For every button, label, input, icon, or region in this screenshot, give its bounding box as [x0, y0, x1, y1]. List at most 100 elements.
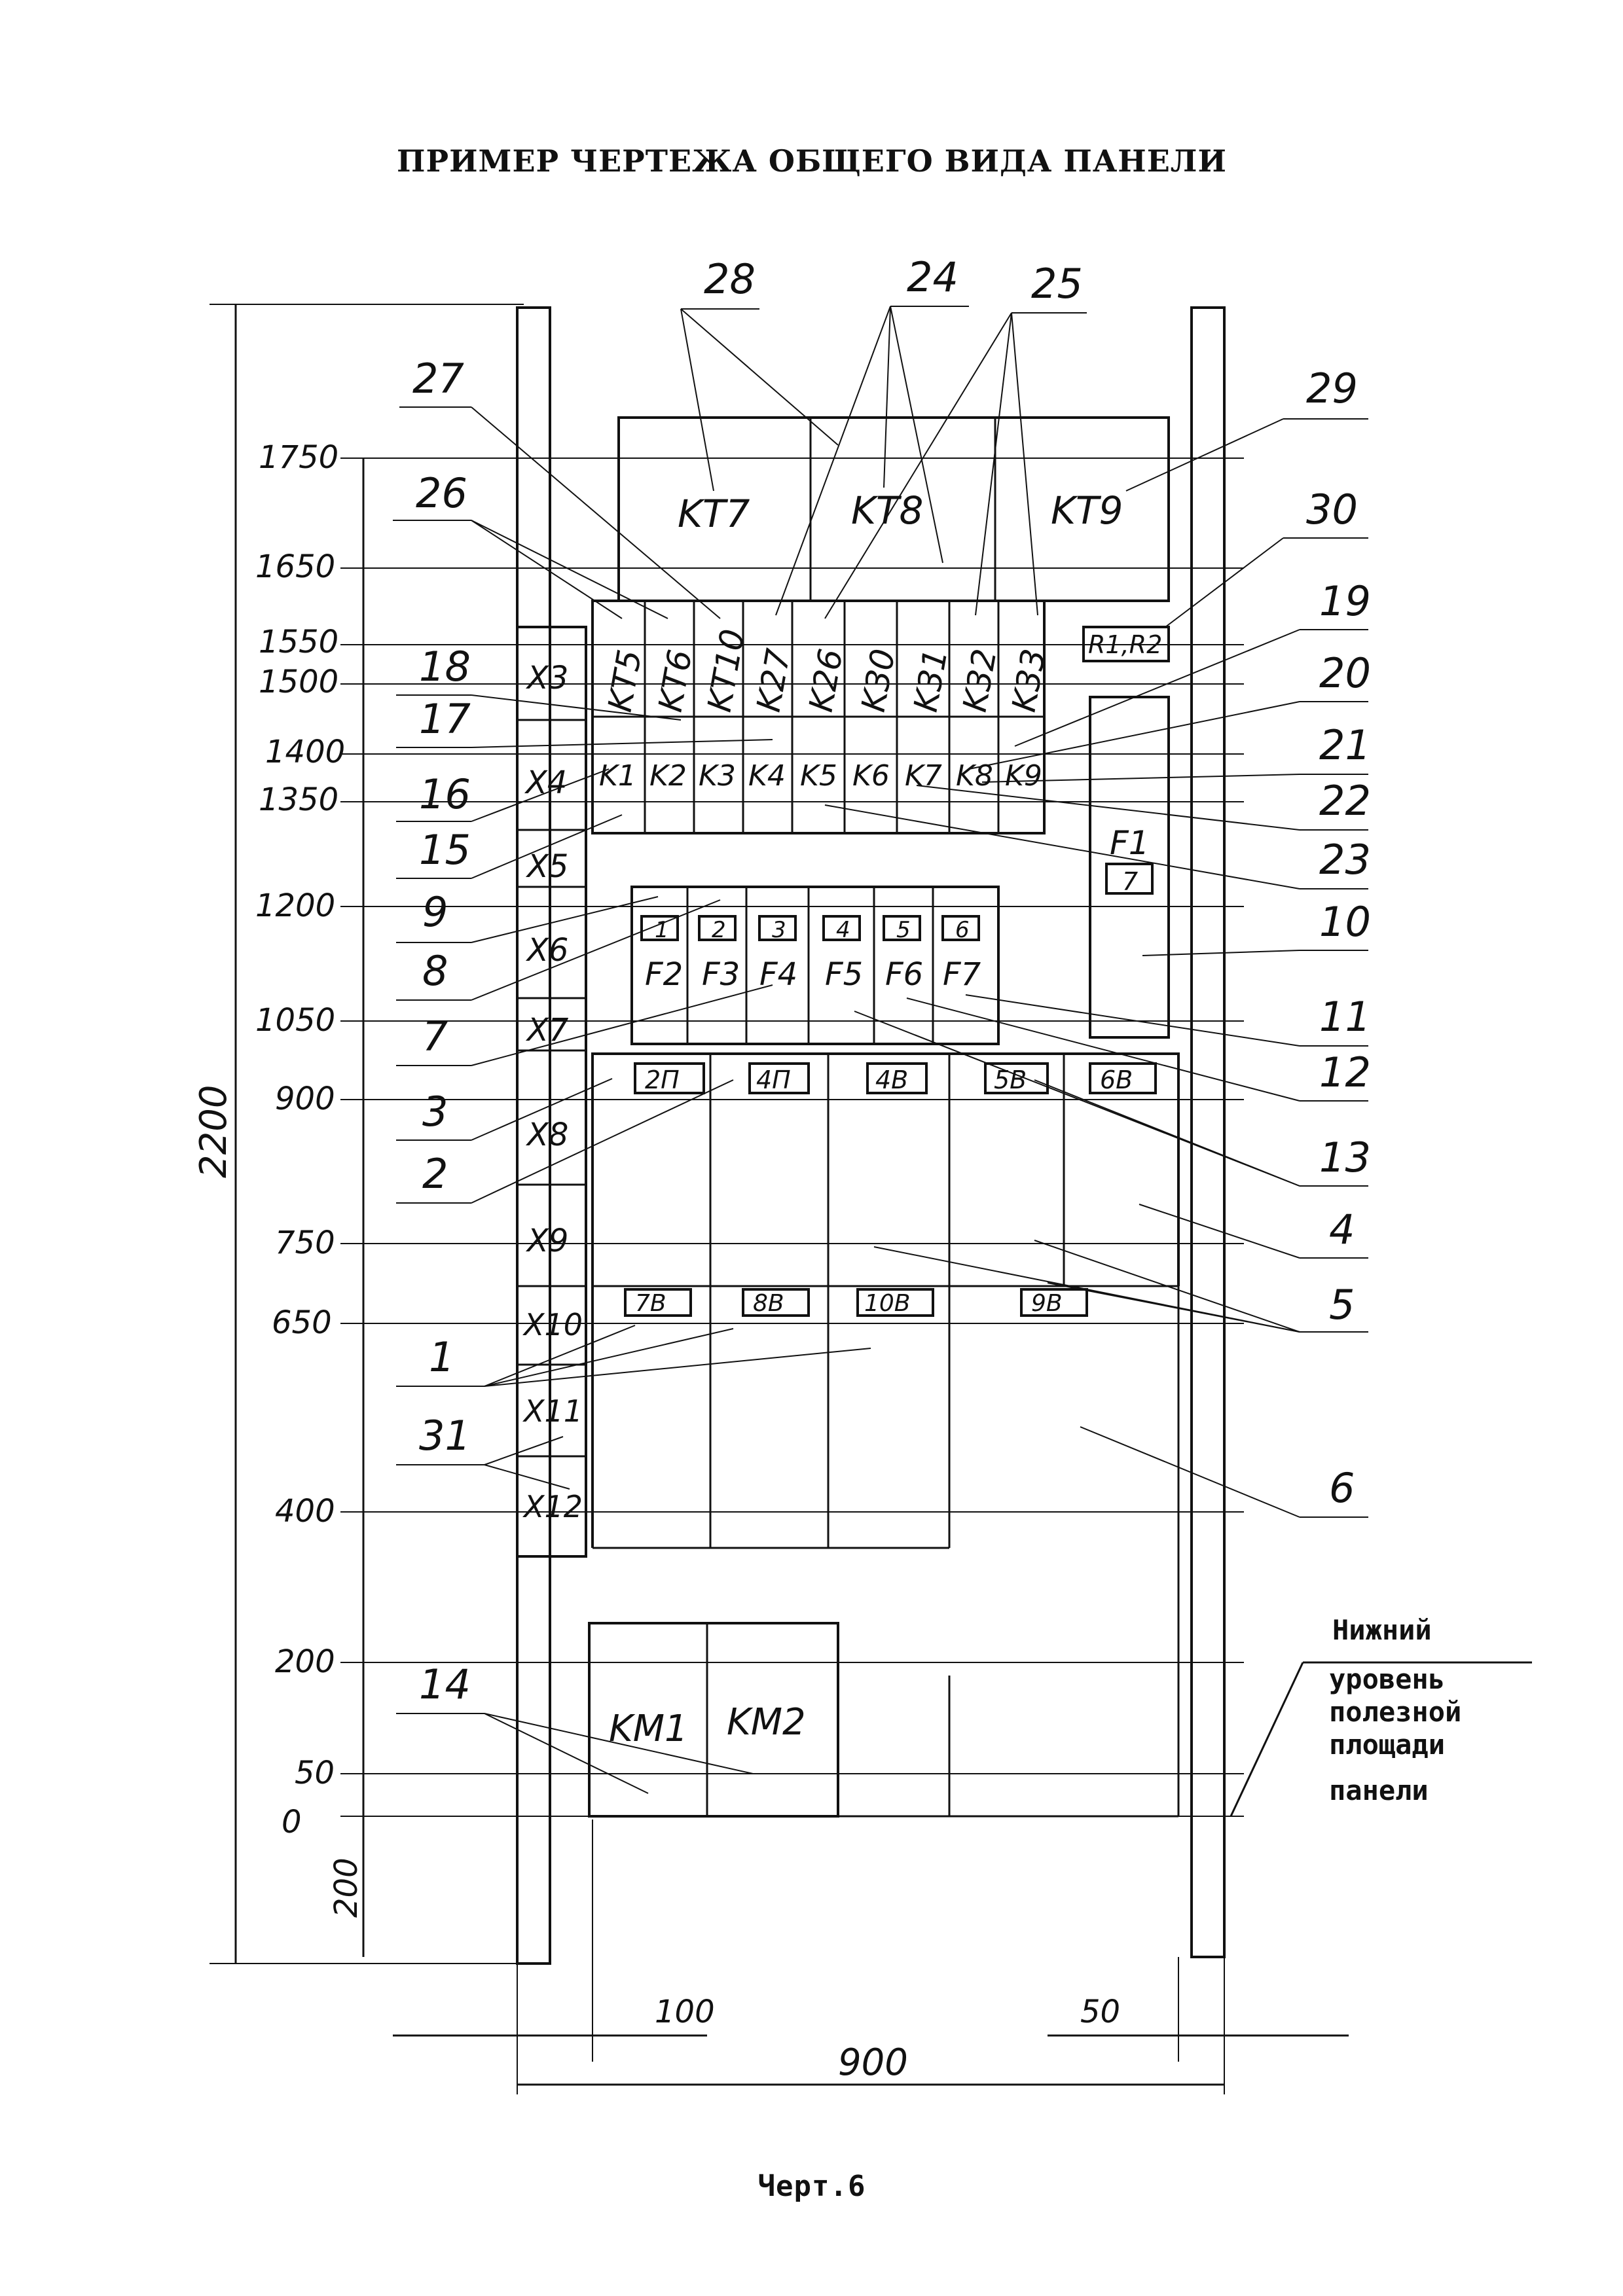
contactor-block: KM1 KM2: [588, 1622, 1178, 1818]
callout-5: 5: [1329, 1281, 1355, 1329]
terminal-x12: X12: [522, 1489, 583, 1524]
right-rail: [1190, 306, 1226, 1958]
breaker-tag-5v: 5В: [994, 1066, 1027, 1094]
relay-k6: K6: [852, 759, 890, 793]
level-400: 400: [275, 1493, 335, 1530]
callout-30: 30: [1306, 486, 1358, 533]
fuse-f1-tag: 7: [1122, 867, 1138, 896]
callout-20: 20: [1319, 649, 1371, 697]
breaker-tag-4v: 4В: [875, 1066, 908, 1094]
callout-12: 12: [1319, 1049, 1371, 1096]
terminal-x5: X5: [525, 848, 568, 885]
level-1750: 1750: [259, 439, 338, 476]
fuse-block: [630, 886, 1000, 1045]
drawing-title: ПРИМЕР ЧЕРТЕЖА ОБЩЕГО ВИДА ПАНЕЛИ: [397, 143, 1227, 179]
fuse-tag-4: 4: [836, 917, 850, 943]
callout-6: 6: [1329, 1464, 1355, 1512]
terminal-x11: X11: [522, 1393, 583, 1429]
callout-8: 8: [422, 947, 448, 995]
level-1350: 1350: [259, 781, 338, 818]
resistor-label: R1,R2: [1088, 630, 1162, 659]
relay-k1: K1: [599, 759, 636, 793]
terminal-x7: X7: [525, 1012, 569, 1049]
breaker-tags-mid: 7В 8В 10В 9В: [635, 1290, 1063, 1317]
callout-3: 3: [422, 1088, 448, 1136]
breaker-tag-10v: 10В: [864, 1290, 911, 1317]
breaker-tag-9v: 9В: [1031, 1290, 1063, 1317]
timer-kt9: KT9: [1051, 488, 1123, 533]
terminal-x8: X8: [525, 1117, 568, 1153]
level-1550: 1550: [259, 624, 338, 660]
contactor-km1: KM1: [609, 1708, 688, 1750]
terminal-x3: X3: [525, 660, 568, 696]
note-line-2: уровень: [1329, 1663, 1445, 1695]
level-50: 50: [295, 1755, 335, 1791]
callout-17: 17: [419, 695, 471, 743]
resistor-box: [1082, 626, 1170, 662]
contactor-km2: KM2: [727, 1701, 806, 1744]
callout-29: 29: [1306, 365, 1358, 412]
fuse-f2: F2: [645, 956, 683, 993]
relay-kt10: KT10: [701, 626, 752, 715]
callout-14: 14: [419, 1660, 471, 1708]
dim-2200-label: 2200: [192, 1085, 235, 1178]
callout-1: 1: [429, 1333, 454, 1381]
callout-4: 4: [1329, 1206, 1355, 1253]
breaker-section: [591, 1052, 1180, 1816]
relay-k33: K33: [1005, 646, 1053, 715]
fuse-tag-3: 3: [772, 917, 786, 943]
level-lines: [340, 457, 1244, 1817]
dim-50-label: 50: [1080, 1994, 1120, 2030]
fuse-tag-5: 5: [896, 917, 911, 943]
relay-block: [591, 600, 1046, 834]
callout-15: 15: [419, 826, 471, 874]
terminal-column: [516, 626, 587, 1558]
fuse-f6: F6: [885, 956, 923, 993]
callouts: 28 24 25 27 26 29 30 19: [393, 253, 1371, 1794]
breaker-tag-8v: 8В: [753, 1290, 784, 1317]
level-750: 750: [275, 1225, 335, 1261]
fuse-f7: F7: [943, 956, 981, 993]
note-line-3: полезной: [1329, 1696, 1461, 1728]
breaker-tag-2p: 2П: [645, 1066, 680, 1094]
terminal-x6: X6: [525, 932, 568, 969]
callout-7: 7: [422, 1013, 448, 1060]
note-line-4: площади: [1329, 1729, 1445, 1761]
level-200: 200: [275, 1643, 335, 1680]
relay-k31: K31: [907, 646, 955, 715]
fuse-tag-2: 2: [712, 917, 726, 943]
fuse-tag-1: 1: [655, 917, 669, 943]
terminal-x9: X9: [525, 1223, 568, 1259]
callout-13: 13: [1319, 1134, 1371, 1181]
relay-k8: K8: [956, 759, 993, 793]
drawing-caption: Черт.6: [758, 2170, 866, 2203]
fuse-f1-label: F1: [1110, 824, 1150, 862]
level-1500: 1500: [259, 664, 338, 700]
callout-24: 24: [907, 253, 958, 301]
relay-k3: K3: [699, 759, 736, 793]
callout-22: 22: [1319, 777, 1371, 825]
fuse-f1: F1 7: [1089, 696, 1170, 1039]
relay-k5: K5: [800, 759, 837, 793]
callout-10: 10: [1319, 898, 1371, 946]
lower-level-note: Нижний уровень полезной площади панели: [1230, 1614, 1532, 1817]
terminal-labels: X3 X4 X5 X6 X7 X8 X9 X10 X11 X12: [522, 660, 583, 1524]
fuse-f3: F3: [702, 956, 740, 993]
dim-200-label: 200: [328, 1857, 365, 1918]
relay-k30: K30: [854, 646, 903, 715]
level-1400: 1400: [265, 734, 345, 770]
breaker-tag-4p: 4П: [756, 1066, 791, 1094]
callout-18: 18: [419, 643, 471, 691]
fuse-f5: F5: [825, 956, 863, 993]
callout-28: 28: [704, 255, 756, 303]
callout-25: 25: [1031, 260, 1083, 308]
relay-k26: K26: [802, 646, 850, 715]
bottom-dimensions: 100 50 900: [393, 1820, 1349, 2094]
relay-kt6: KT6: [651, 647, 700, 715]
callout-23: 23: [1319, 836, 1371, 884]
callout-16: 16: [419, 770, 471, 818]
level-labels: 1750 1650 1550 1500 1400 1350 1200 1050 …: [255, 439, 345, 1840]
timer-block: KT7 KT8 KT9: [617, 416, 1170, 602]
timer-kt8: KT8: [851, 488, 923, 533]
